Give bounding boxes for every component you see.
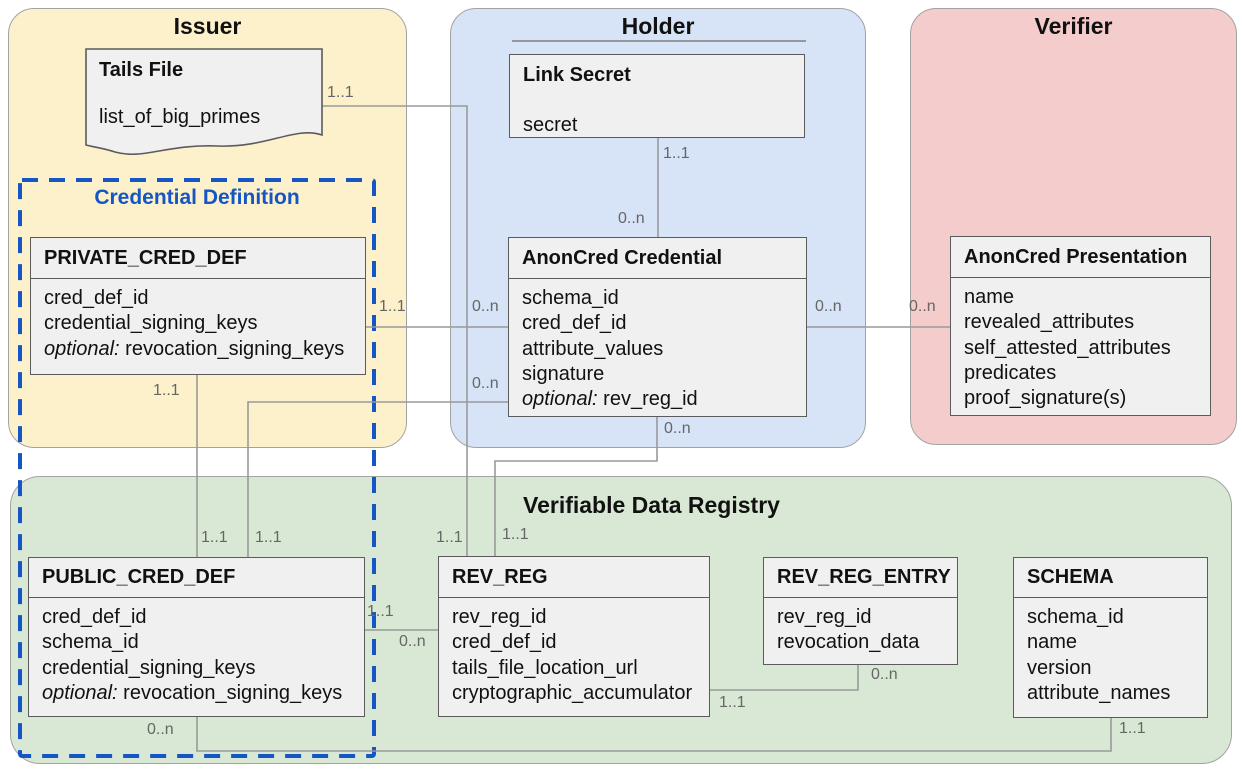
entity-field: signature xyxy=(522,362,605,385)
entity-title: REV_REG_ENTRY xyxy=(764,558,957,598)
entity-field: rev_reg_id xyxy=(777,606,872,628)
entity-field: cred_def_id xyxy=(522,312,627,335)
entity-field: name xyxy=(1027,631,1078,654)
holder-title: Holder xyxy=(621,13,695,39)
entity-field: schema_id xyxy=(1027,606,1124,628)
cardinality-label: 0..n xyxy=(618,210,645,227)
cardinality-label: 0..n xyxy=(871,666,898,683)
entity-field: schema_id xyxy=(522,287,619,309)
entity-title: AnonCred Presentation xyxy=(951,237,1210,278)
entity-field: attribute_values xyxy=(522,337,664,360)
entity-field: attribute_names xyxy=(1027,681,1171,704)
cardinality-label: 1..1 xyxy=(327,84,354,101)
entity-field: predicates xyxy=(964,361,1057,384)
cardinality-label: 0..n xyxy=(909,298,936,315)
entity-field: revocation_data xyxy=(777,631,920,654)
cardinality-label: 0..n xyxy=(815,298,842,315)
entity-field: cred_def_id xyxy=(44,287,149,309)
cardinality-label: 0..n xyxy=(147,721,174,738)
cardinality-label: 1..1 xyxy=(379,298,406,315)
entity-rev-reg-entry: REV_REG_ENTRY rev_reg_id revocation_data xyxy=(763,557,958,665)
entity-field: cryptographic_accumulator xyxy=(452,681,693,704)
entity-title: AnonCred Credential xyxy=(509,238,806,279)
entity-anoncred-presentation: AnonCred Presentation name revealed_attri… xyxy=(950,236,1211,416)
entity-field: schema_id xyxy=(42,631,139,654)
entity-field: cred_def_id xyxy=(452,631,557,654)
cardinality-label: 0..n xyxy=(399,633,426,650)
entity-field: version xyxy=(1027,656,1092,679)
issuer-title: Issuer xyxy=(173,13,242,39)
cardinality-label: 0..n xyxy=(472,298,499,315)
entity-field: name xyxy=(964,286,1015,308)
entity-link-secret: Link Secret secret xyxy=(509,54,805,138)
cardinality-label: 0..n xyxy=(664,420,691,437)
verifier-title: Verifier xyxy=(1034,13,1113,39)
entity-private-cred-def: PRIVATE_CRED_DEF cred_def_id credential_s… xyxy=(30,237,366,375)
entity-field: rev_reg_id xyxy=(452,606,547,628)
entity-field: credential_signing_keys xyxy=(44,312,258,335)
cardinality-label: 1..1 xyxy=(153,382,180,399)
entity-field: self_attested_attributes xyxy=(964,336,1171,359)
entity-title: PUBLIC_CRED_DEF xyxy=(29,558,364,598)
entity-title: Link Secret xyxy=(523,64,631,86)
entity-title: SCHEMA xyxy=(1014,558,1207,598)
entity-title: Tails File xyxy=(99,59,184,81)
cardinality-label: 1..1 xyxy=(1119,720,1146,737)
entity-field: list_of_big_primes xyxy=(99,106,261,128)
document-shape-icon xyxy=(85,48,323,156)
cardinality-label: 1..1 xyxy=(719,694,746,711)
cardinality-label: 1..1 xyxy=(367,603,394,620)
entity-field: secret xyxy=(523,114,578,136)
entity-anoncred-credential: AnonCred Credential schema_id cred_def_id… xyxy=(508,237,807,417)
entity-title: REV_REG xyxy=(439,557,709,598)
vdr-title: Verifiable Data Registry xyxy=(523,492,780,518)
cardinality-label: 1..1 xyxy=(502,526,529,543)
entity-field: tails_file_location_url xyxy=(452,656,638,679)
entity-field: optional: revocation_signing_keys xyxy=(42,681,343,704)
cardinality-label: 1..1 xyxy=(201,529,228,546)
cardinality-label: 1..1 xyxy=(663,145,690,162)
entity-field: optional: rev_reg_id xyxy=(522,388,698,411)
cardinality-label: 0..n xyxy=(472,375,499,392)
entity-field: cred_def_id xyxy=(42,606,147,628)
entity-field: revealed_attributes xyxy=(964,311,1135,334)
entity-title: PRIVATE_CRED_DEF xyxy=(31,238,365,279)
credential-definition-label: Credential Definition xyxy=(94,186,300,209)
entity-fields: secret xyxy=(510,96,804,138)
cardinality-label: 1..1 xyxy=(255,529,282,546)
cardinality-label: 1..1 xyxy=(436,529,463,546)
entity-fields: rev_reg_id revocation_data xyxy=(764,598,957,656)
entity-field: optional: revocation_signing_keys xyxy=(44,337,345,360)
entity-field: proof_signature(s) xyxy=(964,387,1127,410)
entity-tails-file: Tails File list_of_big_primes xyxy=(85,48,323,160)
entity-field: credential_signing_keys xyxy=(42,656,256,679)
